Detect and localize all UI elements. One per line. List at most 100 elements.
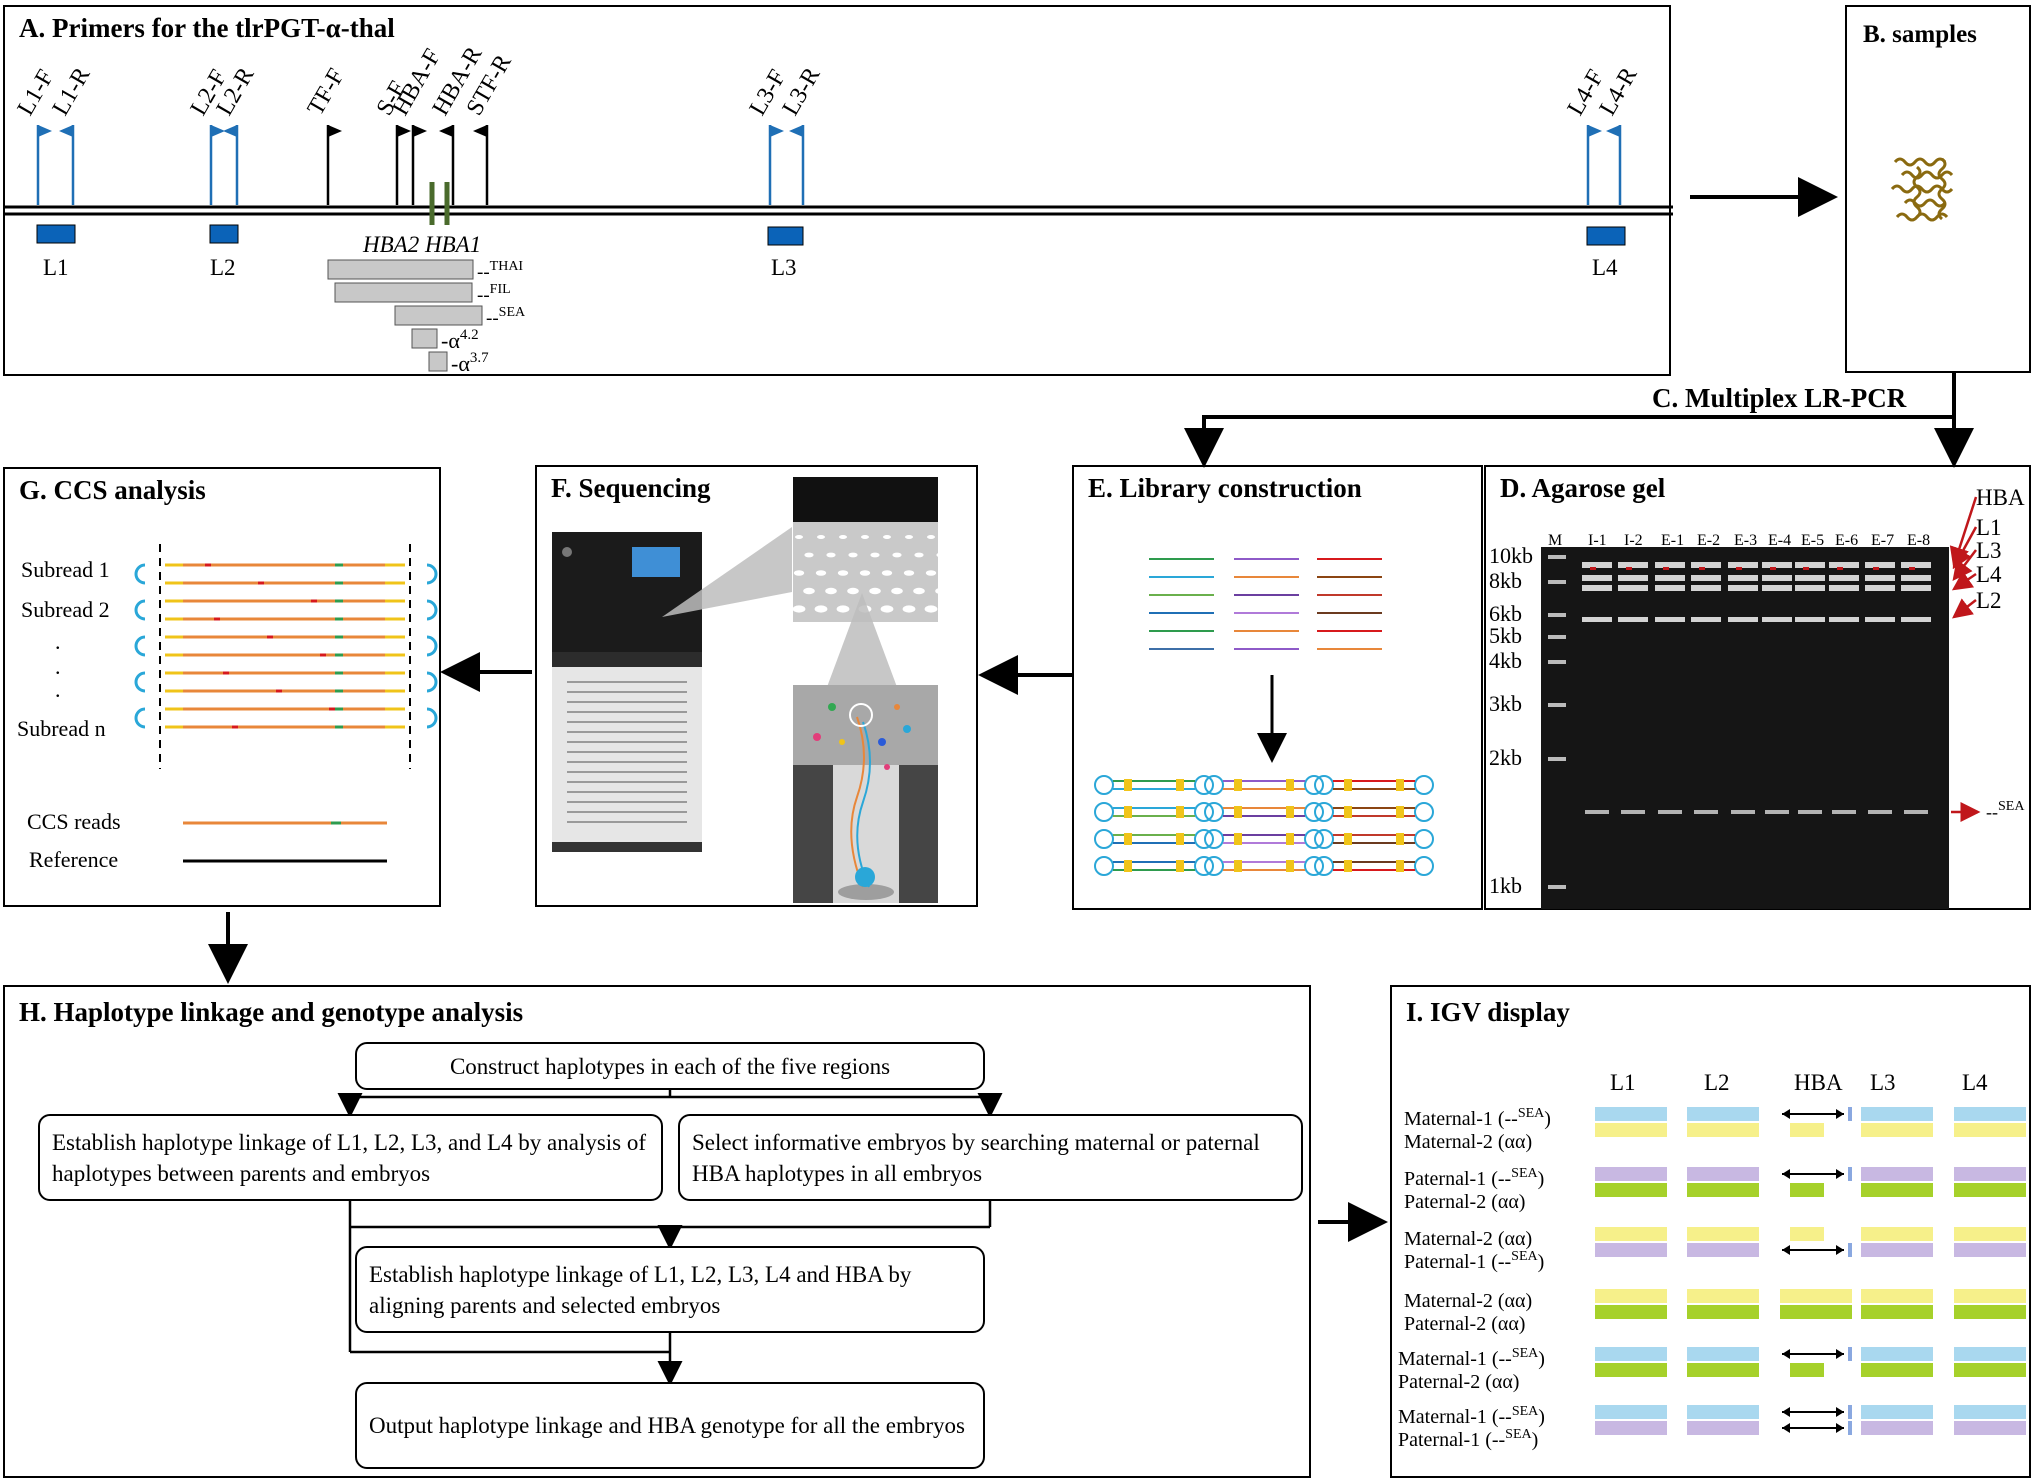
- igv-track-bar: [1780, 1289, 1852, 1303]
- igv-column-header: L1: [1610, 1070, 1636, 1095]
- igv-track-bar: [1687, 1305, 1759, 1319]
- igv-track-bar: [1687, 1167, 1759, 1181]
- igv-row-label-top: Maternal-1 (--SEA): [1398, 1346, 1545, 1370]
- subread-dot-3: .: [55, 677, 61, 702]
- gel-band-sea: [1765, 810, 1789, 814]
- igv-track-bar: [1954, 1167, 2026, 1181]
- panel-a-title: A. Primers for the tlrPGT-α-thal: [19, 13, 395, 43]
- gel-band: [1829, 585, 1859, 591]
- gel-band: [1655, 562, 1685, 568]
- lane-label: E-1: [1661, 532, 1684, 549]
- library-diagram: [1094, 558, 1434, 876]
- gel-band-sea: [1868, 810, 1892, 814]
- gel-band: [1762, 562, 1792, 568]
- gel-band: [1691, 585, 1721, 591]
- igv-track-bar: [1595, 1227, 1667, 1241]
- ladder-label: 2kb: [1489, 745, 1522, 770]
- igv-track-bar: [1595, 1347, 1667, 1361]
- gel-band: [1691, 562, 1721, 568]
- ladder-band: [1548, 885, 1566, 889]
- flow-step-align-parents: Establish haplotype linkage of L1, L2, L…: [355, 1246, 985, 1333]
- panel-e-library: E. Library construction: [1072, 465, 1483, 910]
- igv-track-bar: [1687, 1123, 1759, 1137]
- band-label-L3: L3: [1976, 538, 2002, 563]
- region-label-l4: L4: [1592, 255, 1618, 280]
- flow-step-select-embryos: Select informative embryos by searching …: [678, 1114, 1303, 1201]
- deletion-label-sea: --SEA: [486, 305, 526, 329]
- band-label-L2: L2: [1976, 588, 2002, 613]
- ladder-band: [1548, 635, 1566, 639]
- gene-labels: HBA2 HBA1: [362, 232, 481, 257]
- igv-row-label-top: Maternal-1 (--SEA): [1404, 1106, 1551, 1130]
- ladder-band: [1548, 703, 1566, 707]
- region-box-l1: [36, 224, 76, 244]
- deletion-a42: [411, 328, 438, 349]
- ladder-band: [1548, 580, 1566, 584]
- igv-row-label-bottom: Paternal-1 (--SEA): [1398, 1427, 1538, 1451]
- igv-track-bar: [1790, 1363, 1824, 1377]
- igv-track-bar: [1687, 1363, 1759, 1377]
- igv-track-bar: [1595, 1183, 1667, 1197]
- gel-band: [1865, 575, 1895, 581]
- igv-row-label-bottom: Paternal-2 (αα): [1404, 1313, 1525, 1335]
- region-label-l2: L2: [210, 255, 236, 280]
- gel-band: [1728, 585, 1758, 591]
- igv-track-bar: [1861, 1347, 1933, 1361]
- igv-track-bar: [1687, 1289, 1759, 1303]
- ladder-label: 4kb: [1489, 648, 1522, 673]
- panel-i-title: I. IGV display: [1406, 997, 1570, 1027]
- ladder-label: 6kb: [1489, 601, 1522, 626]
- igv-track-bar: [1595, 1289, 1667, 1303]
- panel-g-ccs: G. CCS analysis Subread 1 Subread 2 . . …: [3, 467, 441, 907]
- gel-band: [1582, 585, 1612, 591]
- gel-band: [1728, 575, 1758, 581]
- igv-track-bar: [1861, 1305, 1933, 1319]
- lane-label: E-6: [1835, 532, 1858, 549]
- igv-track-bar: [1790, 1123, 1824, 1137]
- deletion-fil: [334, 282, 473, 303]
- legend-ccs-reads: CCS reads: [27, 809, 121, 834]
- primer-flag-L1-R: [59, 125, 73, 137]
- deletion-label-a42: -α4.2: [441, 327, 479, 353]
- dna-sample-icon: [1890, 157, 1954, 222]
- panel-f-sequencing: F. Sequencing: [535, 465, 978, 907]
- ladder-label: 3kb: [1489, 691, 1522, 716]
- ladder-label: 1kb: [1489, 873, 1522, 898]
- gel-band: [1901, 575, 1931, 581]
- igv-track-bar: [1861, 1107, 1933, 1121]
- ladder-band: [1548, 613, 1566, 617]
- primer-label-L3-R: L3-R: [778, 63, 826, 120]
- gel-band: [1655, 585, 1685, 591]
- igv-track-bar: [1861, 1289, 1933, 1303]
- gel-band: [1901, 585, 1931, 591]
- igv-track-bar: [1861, 1243, 1933, 1257]
- gel-background: [1541, 547, 1949, 909]
- deletion-thai: [327, 259, 474, 280]
- lane-label: E-4: [1768, 532, 1791, 549]
- primer-flag-HBA-F: [413, 125, 427, 137]
- primer-flag-S-F: [397, 125, 411, 137]
- region-label-l3: L3: [771, 255, 797, 280]
- deletion-label-fil: --FIL: [477, 282, 511, 306]
- gel-band: [1865, 617, 1895, 622]
- gel-band-sea: [1904, 810, 1928, 814]
- sequencer-illustration: [552, 477, 947, 903]
- igv-track-bar: [1861, 1405, 1933, 1419]
- igv-track-bar: [1954, 1183, 2026, 1197]
- igv-track-bar: [1861, 1227, 1933, 1241]
- region-label-l1: L1: [43, 255, 69, 280]
- igv-track-bar: [1954, 1363, 2026, 1377]
- deletion-a37: [428, 351, 448, 372]
- igv-track-bar: [1861, 1167, 1933, 1181]
- igv-track-bar: [1595, 1421, 1667, 1435]
- igv-track-bar: [1954, 1405, 2026, 1419]
- region-box-l4: [1586, 226, 1626, 246]
- gel-band: [1618, 585, 1648, 591]
- lane-label: I-2: [1624, 532, 1643, 549]
- primer-flag-L3-R: [789, 125, 803, 137]
- gel-band: [1582, 575, 1612, 581]
- ladder-label: 5kb: [1489, 623, 1522, 648]
- region-box-l2: [209, 224, 239, 244]
